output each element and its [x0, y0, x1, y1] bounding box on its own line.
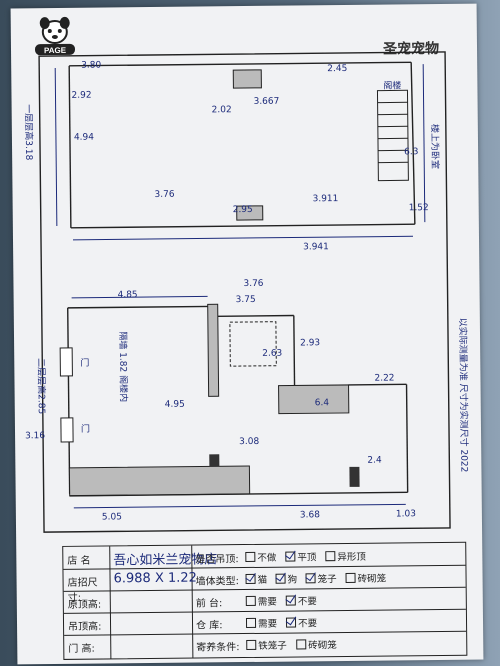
foster-option[interactable]: 砖砌笼 — [296, 637, 337, 651]
dim-label: 3.76 — [243, 279, 263, 289]
ceiling-height-label: 吊顶高: — [68, 621, 102, 633]
dim-label: 2.95 — [233, 205, 253, 215]
dim-label: 2.4 — [367, 456, 382, 466]
side-note: 一层层高3.18 — [23, 104, 36, 160]
dim-label: 3.08 — [239, 437, 259, 447]
dim-label: 3.68 — [300, 510, 320, 520]
dim-label: 2.45 — [327, 64, 347, 74]
option-label: 需要 — [257, 618, 278, 630]
ceiling-option[interactable]: 平顶 — [285, 549, 316, 563]
side-note: 楼上为卧室 — [429, 124, 441, 169]
option-label: 砖砌笼 — [308, 640, 337, 652]
old-sign-label: 原顶高: — [67, 599, 102, 611]
dim-label: 2.93 — [300, 338, 320, 348]
option-label: 铁笼子 — [258, 640, 287, 652]
foster-label: 寄养条件: — [196, 642, 240, 654]
front-option[interactable]: 不要 — [285, 593, 317, 608]
door-tag: 门 — [81, 423, 90, 435]
paper-sheet: PAGE 圣宠宠物 3.80 2.92 2.02 4.94 3.911 3.94… — [10, 3, 484, 665]
option-label: 平顶 — [297, 552, 317, 564]
side-note: 二层层高2.85 — [35, 358, 48, 414]
dim-label: 3.911 — [313, 194, 339, 204]
store-label: 店 名 — [67, 555, 91, 567]
door-height-label: 门 高: — [68, 643, 95, 655]
dim-label: 2.22 — [374, 373, 394, 383]
dim-label: 1.03 — [396, 509, 416, 519]
dim-label: 6.4 — [315, 398, 330, 408]
option-label: 笼子 — [317, 574, 337, 586]
option-label: 砖砌笼 — [357, 573, 387, 585]
dim-label: 5.05 — [102, 512, 122, 522]
stair-label: 阁楼 — [383, 79, 401, 91]
wall-option[interactable]: 猫 — [245, 572, 267, 586]
storage-option[interactable]: 不要 — [285, 615, 318, 630]
dim-label: 2.63 — [262, 349, 282, 359]
checkbox-checked-icon[interactable] — [245, 573, 256, 585]
checkbox-icon[interactable] — [246, 639, 257, 651]
ceiling-option[interactable]: 异形顶 — [325, 549, 366, 563]
checkbox-icon[interactable] — [245, 617, 257, 629]
wall-option[interactable]: 笼子 — [305, 571, 337, 586]
dim-label: 3.75 — [236, 295, 256, 305]
option-label: 异形顶 — [337, 551, 366, 564]
dim-label: 2.92 — [71, 91, 91, 101]
checkbox-checked-icon[interactable] — [305, 573, 316, 584]
option-label: 猫 — [257, 574, 268, 586]
side-note: 以实际测量为准 尺寸为实测尺寸 2022 — [457, 318, 471, 473]
dim-label: 3.76 — [154, 190, 174, 200]
ceiling-question-label: 是否吊顶: — [195, 554, 239, 566]
checkbox-checked-icon[interactable] — [285, 617, 297, 628]
storage-label: 仓 库: — [195, 620, 223, 632]
dim-label: 4.85 — [118, 290, 138, 300]
size-value[interactable]: 6.988 X 1.22 — [113, 570, 197, 587]
checkbox-icon[interactable] — [245, 551, 256, 563]
foster-option[interactable]: 铁笼子 — [246, 638, 287, 652]
drawing-frame — [38, 51, 451, 533]
checkbox-checked-icon[interactable] — [285, 595, 296, 606]
room-note: 隔墙 1.82 阁楼内 — [117, 331, 130, 402]
front-desk-label: 前 台: — [195, 598, 223, 610]
paw-logo-icon: PAGE — [35, 16, 76, 56]
floor-plan-sketch: 3.80 2.92 2.02 4.94 3.911 3.941 3.667 3.… — [23, 51, 471, 533]
checkbox-icon[interactable] — [325, 551, 336, 562]
dim-label: 3.667 — [254, 97, 280, 107]
dim-label: 2.02 — [212, 105, 232, 115]
checkbox-icon[interactable] — [345, 572, 356, 583]
dim-label: 4.95 — [165, 400, 185, 410]
wall-option[interactable]: 狗 — [275, 571, 298, 586]
dim-label: 3.16 — [25, 431, 45, 441]
storage-option[interactable]: 需要 — [245, 616, 278, 630]
checkbox-checked-icon[interactable] — [285, 551, 296, 562]
dim-label: 1.52 — [409, 203, 429, 213]
option-label: 不要 — [297, 618, 318, 630]
option-label: 不做 — [257, 552, 277, 564]
dim-label: 6.3 — [404, 147, 418, 157]
dim-label: 3.941 — [303, 242, 329, 252]
door-tag: 门 — [80, 357, 89, 369]
checkbox-icon[interactable] — [245, 595, 256, 607]
option-label: 不要 — [297, 596, 317, 608]
dim-label: 3.80 — [81, 61, 101, 71]
option-label: 狗 — [287, 574, 298, 586]
checkbox-checked-icon[interactable] — [275, 573, 286, 584]
logo-text: PAGE — [44, 46, 67, 55]
dim-label: 4.94 — [74, 133, 94, 143]
option-label: 需要 — [257, 596, 277, 608]
wall-option[interactable]: 砖砌笼 — [345, 571, 386, 585]
form-row-door: 门 高: 寄养条件: 铁笼子 砖砌笼 — [64, 631, 466, 657]
ceiling-option[interactable]: 不做 — [245, 550, 276, 564]
front-option[interactable]: 需要 — [245, 594, 277, 608]
checkbox-icon[interactable] — [296, 639, 307, 650]
wall-type-label: 墙体类型: — [195, 576, 240, 588]
info-form: 店 名 吾心如米兰宠物店 是否吊顶: 不做 平顶 异形顶 店招尺寸: 6.988… — [62, 541, 468, 660]
